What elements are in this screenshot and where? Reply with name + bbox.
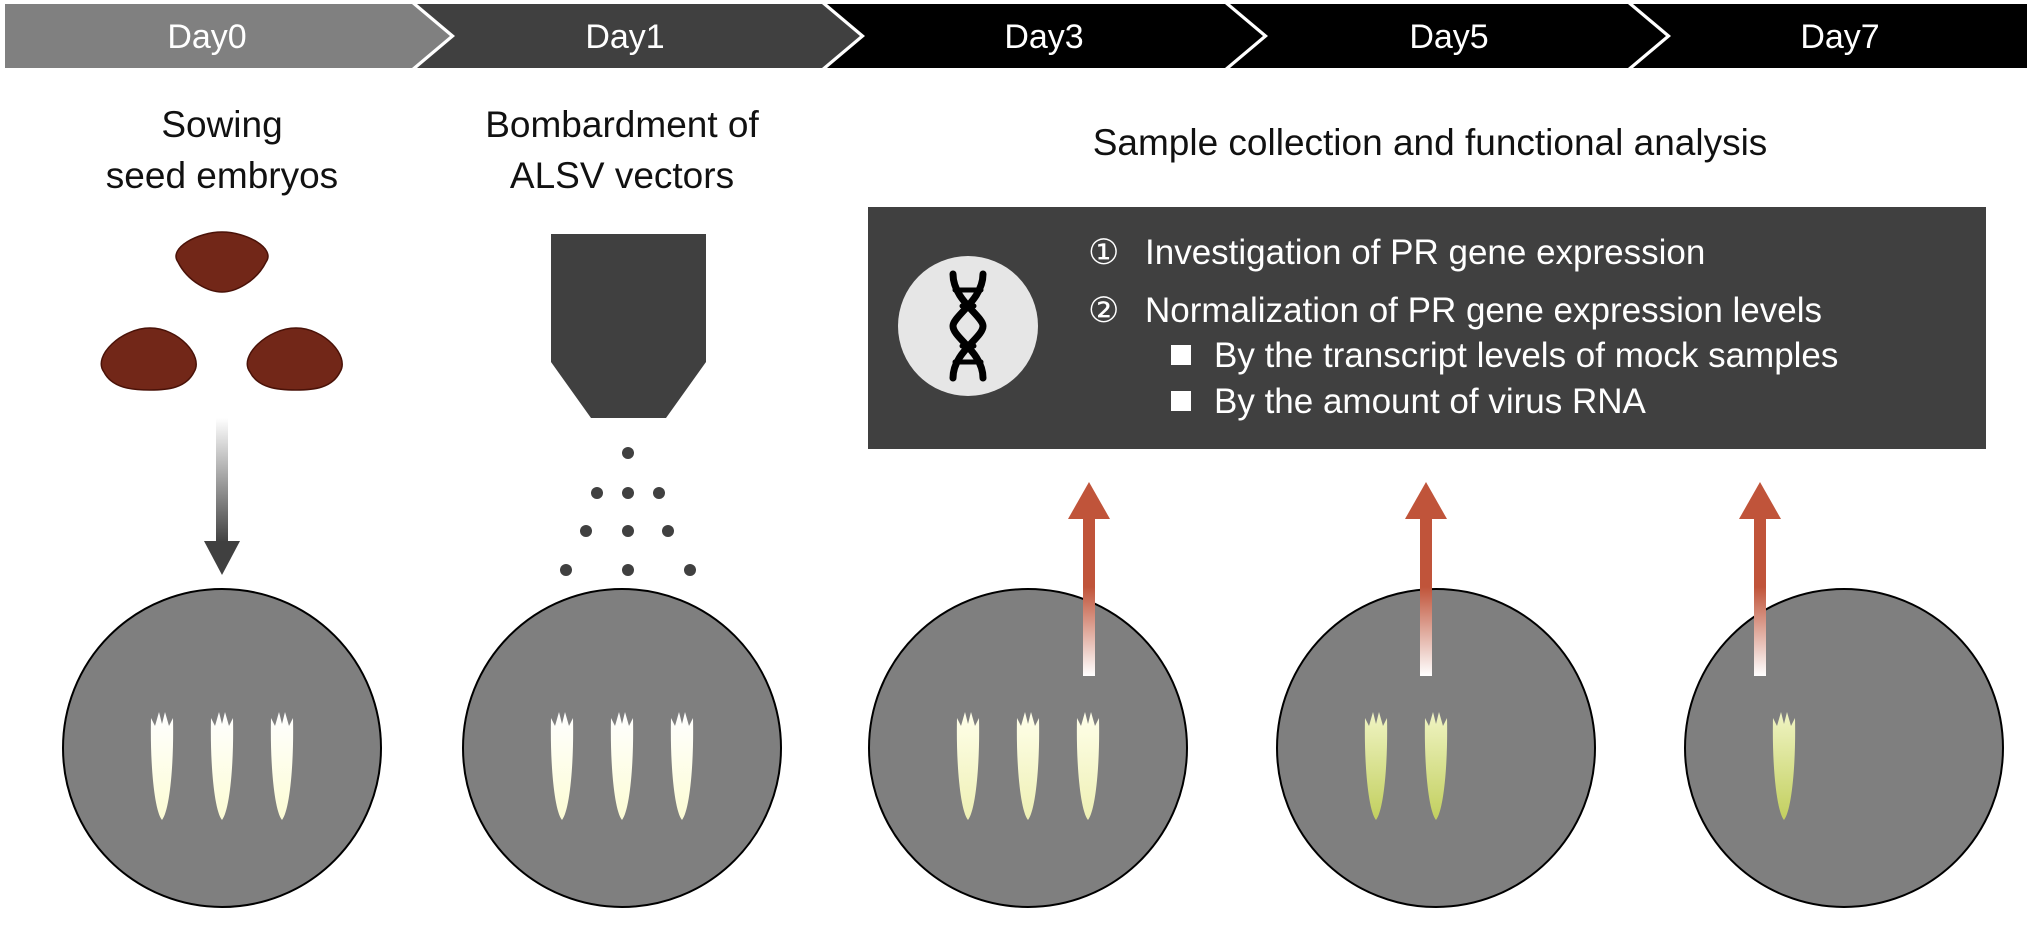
- particle-dot: [622, 564, 634, 576]
- sampling-up-arrow: [1739, 482, 1781, 676]
- seedling-icon: [1772, 712, 1796, 820]
- timeline: Day0 Day1 Day3 Day5 Day7: [5, 4, 2027, 68]
- analysis-item-text: Normalization of PR gene expression leve…: [1145, 291, 1822, 330]
- timeline-segment-day5: [1230, 4, 1666, 68]
- seedling-icon: [1076, 712, 1100, 820]
- analysis-item-marker: ②: [1088, 291, 1119, 330]
- seedling-icon: [270, 712, 294, 820]
- timeline-segment-day7: [1633, 4, 2027, 68]
- particle-dot: [684, 564, 696, 576]
- dna-icon-background: [898, 256, 1038, 396]
- day-label: Day3: [1004, 18, 1083, 56]
- seed-embryos: [100, 231, 343, 391]
- seed-icon: [175, 231, 269, 293]
- particle-dot: [622, 487, 634, 499]
- analysis-subitem-text: By the amount of virus RNA: [1214, 382, 1646, 421]
- sample-collection-caption: Sample collection and functional analysi…: [1093, 122, 1768, 163]
- timeline-segment-day1: [417, 4, 860, 68]
- sampling-up-arrow: [1068, 482, 1110, 676]
- timeline-segment-day0: [5, 4, 450, 68]
- analysis-subitem-text: By the transcript levels of mock samples: [1214, 336, 1838, 375]
- day-label: Day7: [1800, 18, 1879, 56]
- particle-dot: [622, 525, 634, 537]
- day-label: Day5: [1409, 18, 1488, 56]
- seedling-icon: [956, 712, 980, 820]
- sampling-up-arrow: [1405, 482, 1447, 676]
- bombardment-caption-line2: ALSV vectors: [510, 155, 734, 196]
- particle-dot: [662, 525, 674, 537]
- seedling-icon: [550, 712, 574, 820]
- seedling-icon: [1016, 712, 1040, 820]
- seedling-icon: [670, 712, 694, 820]
- seedling-icon: [1424, 712, 1448, 820]
- particle-dot: [653, 487, 665, 499]
- seedling-icon: [1364, 712, 1388, 820]
- seedling-icon: [210, 712, 234, 820]
- seedling-icon: [610, 712, 634, 820]
- petri-dish: [1684, 588, 2004, 908]
- particle-dot: [560, 564, 572, 576]
- bombardment-caption-line1: Bombardment of: [485, 104, 759, 145]
- bullet-square: [1171, 345, 1191, 365]
- particle-dot: [591, 487, 603, 499]
- sowing-caption-line1: Sowing: [161, 104, 282, 145]
- seedling-icon: [150, 712, 174, 820]
- sowing-down-arrow: [204, 418, 240, 575]
- gene-gun-icon: [551, 234, 706, 418]
- analysis-box: ① Investigation of PR gene expression ② …: [868, 207, 1986, 449]
- particle-dot: [580, 525, 592, 537]
- particle-spray: [560, 447, 696, 576]
- sowing-caption-line2: seed embryos: [106, 155, 338, 196]
- analysis-item-marker: ①: [1088, 233, 1119, 272]
- timeline-segment-day3: [827, 4, 1263, 68]
- day-label: Day0: [167, 18, 246, 56]
- analysis-item-text: Investigation of PR gene expression: [1145, 233, 1705, 272]
- seed-icon: [100, 327, 197, 391]
- dna-icon: [949, 270, 987, 382]
- seedlings: [150, 712, 1796, 820]
- seed-icon: [246, 327, 343, 391]
- particle-dot: [622, 447, 634, 459]
- day-label: Day1: [585, 18, 664, 56]
- bullet-square: [1171, 391, 1191, 411]
